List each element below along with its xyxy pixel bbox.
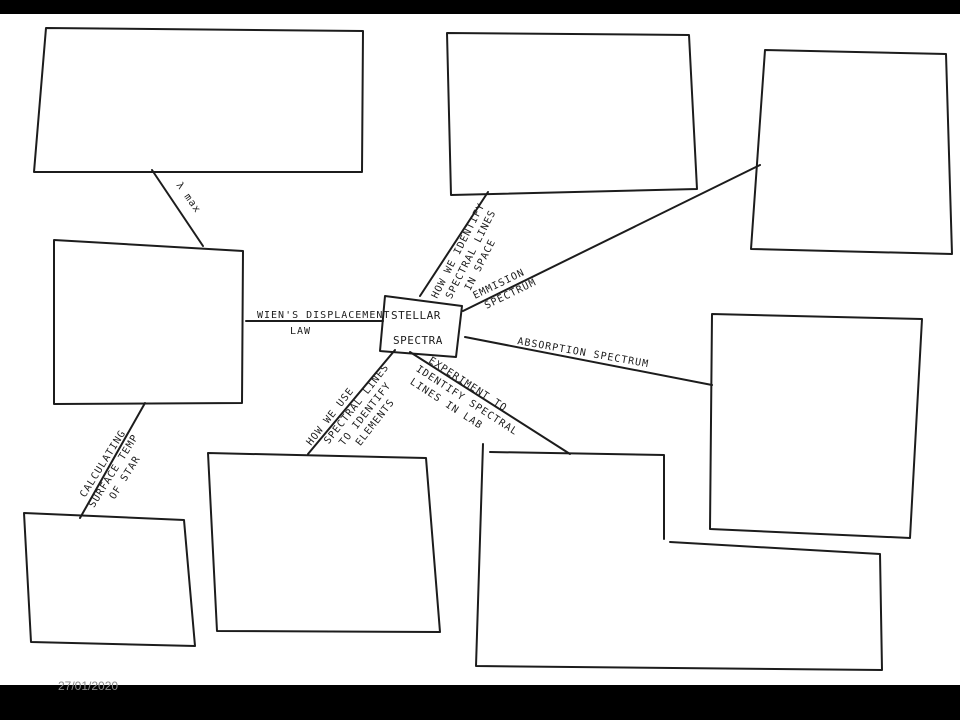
box-top-left (33, 27, 364, 173)
slide-canvas: STELLAR SPECTRA λ max WIEN'S DISPLACEMEN… (0, 14, 960, 685)
label-wiens-2: LAW (290, 326, 311, 337)
connector-absorption (464, 336, 713, 386)
center-node-box (379, 295, 463, 358)
connector-experiment (409, 351, 571, 455)
box-bottom-center (207, 452, 441, 633)
mind-map: STELLAR SPECTRA λ max WIEN'S DISPLACEMEN… (23, 27, 953, 671)
box-bottom-left (23, 512, 196, 647)
connector-surface-temp (79, 402, 146, 519)
box-mid-left (53, 239, 244, 405)
box-mid-right (709, 313, 923, 539)
center-title-line1: STELLAR (391, 309, 441, 322)
center-title-line2: SPECTRA (393, 334, 443, 347)
box-bottom-right (475, 443, 883, 671)
footer-date: 27/01/2020 (58, 679, 119, 693)
label-wiens-1: WIEN'S DISPLACEMENT (257, 310, 390, 321)
box-top-right (750, 49, 953, 255)
connector-lambda (151, 169, 204, 247)
connector-use-lines (307, 349, 396, 455)
connector-emission (462, 164, 761, 312)
box-top-center (446, 32, 698, 196)
label-absorption: ABSORPTION SPECTRUM (516, 336, 649, 370)
connector-identify-space (419, 191, 489, 297)
